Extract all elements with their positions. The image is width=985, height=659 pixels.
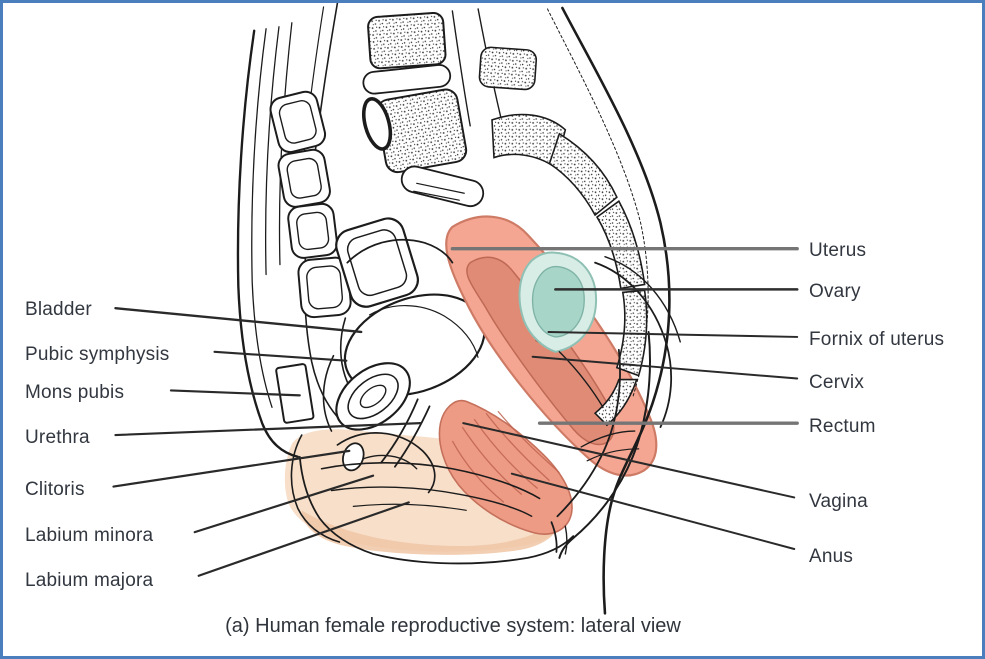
urethra-canal <box>380 398 431 468</box>
leader-fornix <box>547 330 799 338</box>
leader-vagina <box>462 422 796 499</box>
label-clitoris: Clitoris <box>25 479 85 500</box>
label-ovary: Ovary <box>809 281 861 302</box>
label-labium-majora: Labium majora <box>25 570 154 591</box>
leader-pubic-symphysis <box>213 350 348 362</box>
perineum-outline <box>298 455 575 565</box>
leader-urethra <box>114 422 422 437</box>
leader-lines <box>112 247 799 577</box>
label-cervix: Cervix <box>809 372 865 393</box>
label-pubic-symphysis: Pubic symphysis <box>25 344 170 365</box>
labia-creases <box>290 434 541 543</box>
label-bladder: Bladder <box>25 299 92 320</box>
label-mons-pubis: Mons pubis <box>25 382 125 403</box>
back-outline <box>561 6 671 615</box>
leader-labium-majora <box>197 501 410 577</box>
sacrum-segments <box>478 46 648 427</box>
lumbar-vertebrae <box>361 8 505 208</box>
vagina-striations <box>451 410 560 503</box>
leader-bladder <box>114 307 363 334</box>
label-labium-minora: Labium minora <box>25 525 154 546</box>
anatomy-illustration <box>112 3 799 615</box>
ovary-shape <box>518 251 598 353</box>
leader-anus <box>510 472 796 550</box>
leader-mons-pubis <box>169 389 301 397</box>
leader-labium-minora <box>193 474 375 534</box>
abdominal-skin-outline <box>236 29 299 459</box>
label-fornix-of-uterus: Fornix of uterus <box>809 329 945 350</box>
mons-pubis-marker <box>275 363 315 424</box>
pubic-symphysis-shape <box>322 354 436 494</box>
ink-lines <box>236 3 681 615</box>
label-vagina: Vagina <box>809 491 868 512</box>
label-anus: Anus <box>809 546 854 567</box>
label-uterus: Uterus <box>809 240 867 261</box>
label-rectum: Rectum <box>809 416 876 437</box>
transverse-process <box>361 97 393 151</box>
label-urethra: Urethra <box>25 427 90 448</box>
vulva-shading <box>301 510 562 555</box>
figure-caption: (a) Human female reproductive system: la… <box>225 615 681 637</box>
leader-clitoris <box>112 449 351 488</box>
leader-cervix <box>531 355 799 380</box>
vagina-shape <box>438 399 573 535</box>
